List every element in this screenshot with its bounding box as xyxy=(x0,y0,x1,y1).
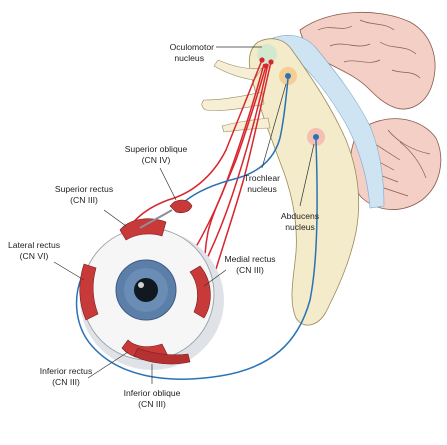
superior-rectus-leader xyxy=(103,209,127,227)
lateral-rectus-label-line2: (CN VI) xyxy=(20,251,49,261)
medial-rectus-label-line1: Medial rectus xyxy=(224,254,275,264)
cn6-abducens-nerve xyxy=(75,139,318,380)
oculomotor-label-line1: Oculomotor xyxy=(170,42,215,52)
superior-oblique-label-line1: Superior oblique xyxy=(125,144,188,154)
cerebrum-gyri xyxy=(317,19,421,79)
inferior-rectus-label-line1: Inferior rectus xyxy=(40,366,93,376)
cerebellum-folia xyxy=(367,129,431,197)
superior-oblique-leader xyxy=(159,167,177,201)
abducens-label-line2: nucleus xyxy=(285,222,315,232)
trochlear-leader xyxy=(261,83,287,169)
pupil xyxy=(134,278,158,302)
nerve-roots-upper xyxy=(213,59,263,81)
nerve-roots-middle xyxy=(201,91,265,111)
cn3-nerve-1 xyxy=(131,59,263,225)
superior-oblique-label-line2: (CN IV) xyxy=(142,155,171,165)
superior-oblique-tendon xyxy=(139,209,173,229)
trochlear-label-line1: Trochlear xyxy=(244,173,280,183)
oculomotor-label-line2: nucleus xyxy=(174,53,204,63)
superior-oblique-muscle xyxy=(169,199,193,214)
inferior-rectus-leader xyxy=(87,351,129,379)
inferior-oblique-label-line1: Inferior oblique xyxy=(124,388,181,398)
cn4-trochlear-nerve xyxy=(183,77,289,203)
abducens-nucleus-dot xyxy=(313,134,319,140)
superior-rectus-label-line1: Superior rectus xyxy=(55,184,113,194)
lateral-rectus-label-line1: Lateral rectus xyxy=(8,240,60,250)
inferior-oblique-label-line2: (CN III) xyxy=(138,399,166,409)
trochlear-label-line2: nucleus xyxy=(247,184,277,194)
inferior-rectus-label-line2: (CN III) xyxy=(52,377,80,387)
inferior-oblique-muscle xyxy=(133,347,191,365)
lateral-rectus-muscle xyxy=(79,263,99,321)
medial-rectus-leader xyxy=(203,269,227,287)
medial-rectus-muscle xyxy=(189,265,211,319)
abducens-leader xyxy=(299,143,315,207)
medial-rectus-label-line2: (CN III) xyxy=(236,265,264,275)
abducens-label-line1: Abducens xyxy=(281,211,319,221)
trochlear-nucleus-dot xyxy=(285,73,291,79)
lateral-rectus-leader xyxy=(53,261,85,281)
superior-rectus-label-line2: (CN III) xyxy=(70,195,98,205)
pupil-highlight xyxy=(138,282,144,288)
superior-rectus-muscle xyxy=(119,218,167,241)
